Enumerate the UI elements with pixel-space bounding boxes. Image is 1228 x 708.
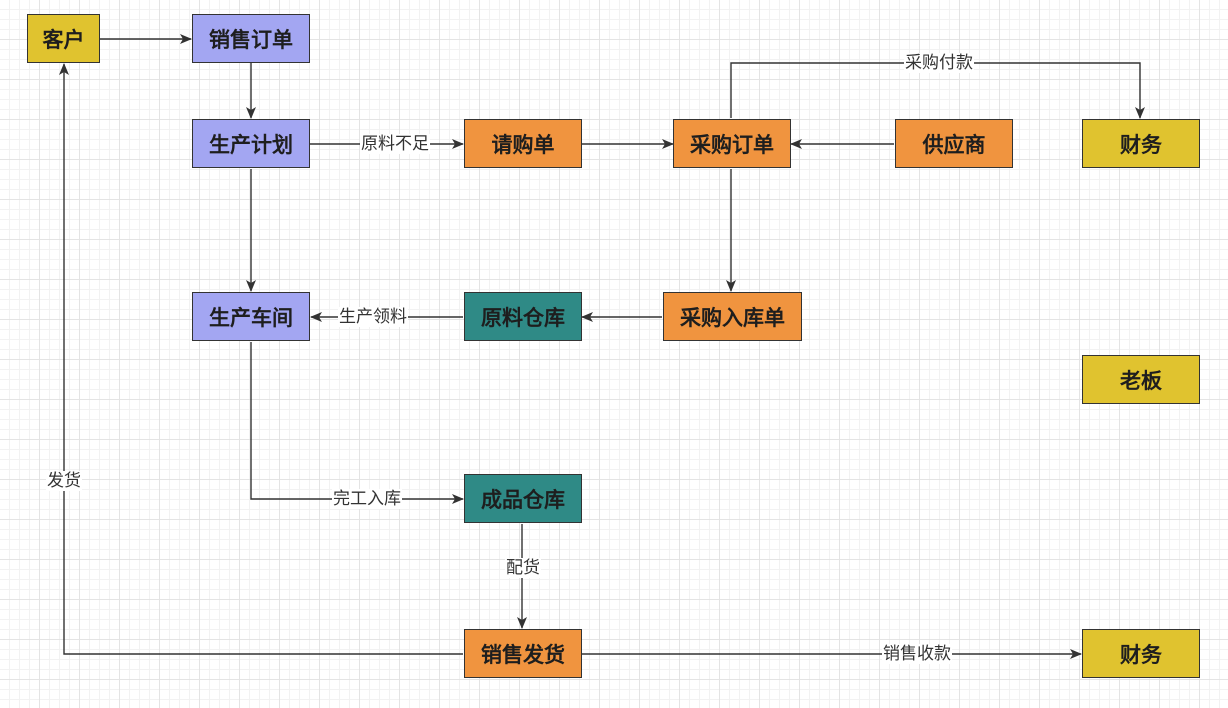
- edge-label-material-shortage: 原料不足: [360, 134, 430, 154]
- edge-label-delivery: 发货: [46, 471, 82, 491]
- sales-delivery-node[interactable]: 销售发货: [464, 629, 582, 678]
- finished-warehouse-node[interactable]: 成品仓库: [464, 474, 582, 523]
- supplier-node[interactable]: 供应商: [895, 119, 1013, 168]
- edge-workshop-to-finished-warehouse: [250, 342, 464, 504]
- edge-label-allocation: 配货: [505, 558, 541, 578]
- edge-label-purchase-payment: 采购付款: [904, 53, 974, 73]
- edge-label-sales-collection: 销售收款: [882, 644, 952, 664]
- purchase-request-node[interactable]: 请购单: [464, 119, 582, 168]
- raw-warehouse-node[interactable]: 原料仓库: [464, 292, 582, 341]
- boss-node[interactable]: 老板: [1082, 355, 1200, 404]
- edge-label-material-requisition: 生产领料: [338, 307, 408, 327]
- finance-node-bottom[interactable]: 财务: [1082, 629, 1200, 678]
- edge-sales-delivery-to-customer: [59, 63, 463, 655]
- finance-node-top[interactable]: 财务: [1082, 119, 1200, 168]
- purchase-receipt-node[interactable]: 采购入库单: [663, 292, 802, 341]
- sales-order-node[interactable]: 销售订单: [192, 14, 310, 63]
- edge-label-completion-stock-in: 完工入库: [332, 489, 402, 509]
- customer-node[interactable]: 客户: [27, 14, 100, 63]
- workshop-node[interactable]: 生产车间: [192, 292, 310, 341]
- production-plan-node[interactable]: 生产计划: [192, 119, 310, 168]
- purchase-order-node[interactable]: 采购订单: [673, 119, 791, 168]
